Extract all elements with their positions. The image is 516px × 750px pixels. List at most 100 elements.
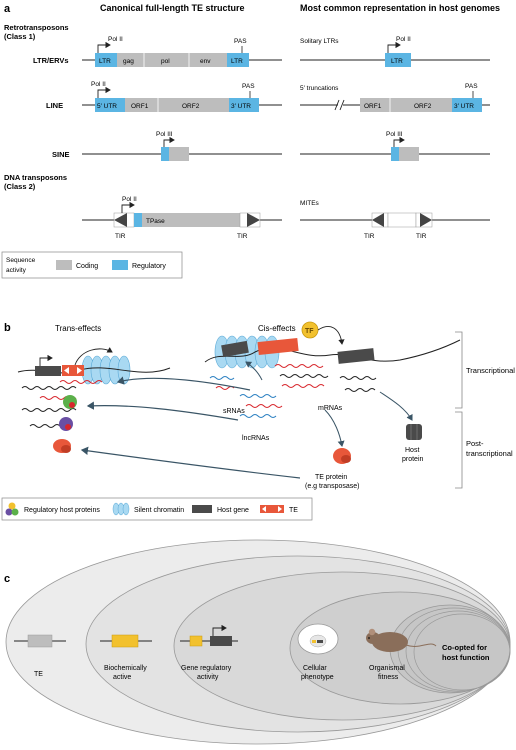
line-seg3-label: ORF2	[182, 103, 200, 110]
solitary-tss-arrow-icon	[387, 41, 401, 53]
cis-rna-3	[281, 384, 325, 388]
cis-host-gene-right	[337, 348, 375, 364]
cis-rna-4	[339, 376, 377, 380]
break-mark-icon	[334, 99, 340, 111]
transcriptional-label: Transcriptional	[466, 366, 515, 375]
level-organismal-mouse-icon	[366, 628, 437, 652]
dna-tir-right-icon	[247, 213, 260, 227]
level-generegulatory-te-icon	[189, 635, 203, 647]
ltr-5-segment	[95, 53, 117, 67]
post-transcriptional-label-2: transcriptional	[466, 449, 513, 458]
trans-rna-1	[59, 380, 103, 384]
trunc-seg1-label: ORF1	[364, 103, 382, 110]
coopted-label-1: Co-opted for	[442, 643, 487, 652]
sine-tss-arrow-icon	[163, 136, 175, 147]
line-row-label: LINE	[46, 101, 63, 110]
solitary-seg-label: LTR	[391, 58, 403, 65]
dna-tir-left-icon	[114, 213, 127, 227]
trans-tss-arrow-icon	[39, 354, 53, 366]
lncrna-3	[239, 414, 277, 418]
host-protein-arrow-icon	[379, 391, 413, 421]
ltr-seg4-label: env	[200, 58, 211, 65]
dna-tpase-segment	[142, 213, 240, 227]
legend-regulatory-swatch	[112, 260, 128, 270]
sine-pol-label: Pol III	[156, 131, 173, 138]
trans-rna-4	[21, 408, 77, 412]
lncrnas-label: lncRNAs	[242, 435, 270, 442]
srnas-label: sRNAs	[223, 408, 245, 415]
level-generegulatory-label-1: Gene regulatory	[181, 665, 232, 672]
mite-core-box	[387, 212, 417, 228]
trans-host-gene	[35, 366, 61, 376]
level-te-label: TE	[34, 671, 43, 678]
dna-pol-label: Pol II	[122, 196, 137, 203]
trunc-seg2-label: ORF2	[414, 103, 432, 110]
trunc-3utr-segment	[452, 98, 482, 112]
solitary-pol-label: Pol II	[396, 36, 411, 43]
sine-row-label: SINE	[52, 150, 70, 159]
dna-reg-segment	[134, 213, 142, 227]
mite-tir-left-label: TIR	[364, 233, 375, 240]
srna-cis-arrow-icon	[245, 361, 263, 381]
class2-subtitle: (Class 2)	[4, 182, 36, 191]
line-5utr-segment	[95, 98, 125, 112]
mite-tir-right-icon	[420, 213, 432, 227]
line-orf-segment	[125, 98, 229, 112]
level-biochem-icon	[111, 634, 139, 648]
dna-tpase-label: TPase	[146, 218, 165, 225]
ltr-pas-label: PAS	[234, 38, 247, 45]
te-protein-trans-arrow-icon	[80, 446, 301, 479]
legend-te-label: TE	[289, 507, 298, 514]
host-protein-sublabel: protein	[402, 456, 424, 463]
level-generegulatory-gene-icon	[210, 636, 232, 646]
ltr-tss-arrow-icon	[97, 41, 111, 53]
legend-te-icon	[260, 505, 284, 513]
srna-trans-arrow-icon	[116, 376, 251, 391]
legend-reg-proteins-icon	[11, 508, 19, 516]
level-generegulatory-arrow-icon	[212, 624, 227, 636]
ltr-seg2-label: gag	[123, 58, 134, 65]
ltr-seg5-label: LTR	[231, 58, 243, 65]
te-protein-label: TE protein	[315, 474, 347, 481]
line-pas-label: PAS	[242, 83, 255, 90]
panel-a: a Canonical full-length TE structure Mos…	[1, 3, 500, 279]
sine-right-reg-segment	[391, 147, 399, 161]
trunc-label: 5′ truncations	[300, 85, 339, 92]
dna-tss-arrow-icon	[121, 201, 135, 213]
trunc-orf-segment	[360, 98, 452, 112]
panel-b-legend	[1, 497, 313, 521]
legend-reg-proteins-label: Regulatory host proteins	[24, 507, 100, 514]
mite-tir-right-label: TIR	[416, 233, 427, 240]
sine-right-tss-arrow-icon	[393, 136, 405, 147]
legend-activity-line2: activity	[6, 267, 27, 274]
legend-host-gene-label: Host gene	[217, 507, 249, 514]
level-te-icon	[27, 634, 53, 648]
legend-regulatory-label: Regulatory	[132, 263, 166, 270]
level-biochem-label-2: active	[113, 674, 131, 681]
host-protein-icon	[406, 424, 422, 440]
legend-chromatin-label: Silent chromatin	[134, 507, 184, 514]
legend-coding-label: Coding	[76, 263, 98, 270]
legend-coding-swatch	[56, 260, 72, 270]
cis-rna-5	[344, 388, 376, 392]
solitary-ltr-segment	[385, 53, 411, 67]
line-seg2-label: ORF1	[131, 103, 149, 110]
class2-title: DNA transposons	[4, 173, 67, 182]
mite-label: MITEs	[300, 200, 320, 207]
tf-label: TF	[305, 328, 314, 335]
line-seg4-label: 3′ UTR	[231, 103, 251, 110]
cis-rna-1	[274, 364, 324, 368]
cis-dna-line	[204, 339, 461, 363]
lncrna-2	[245, 404, 283, 408]
mite-tir-left-icon	[372, 213, 384, 227]
ltr-3-segment	[227, 53, 249, 67]
sine-right-pol-label: Pol III	[386, 131, 403, 138]
class1-subtitle: (Class 1)	[4, 32, 36, 41]
post-transcriptional-bracket	[455, 411, 463, 489]
line-pol-label: Pol II	[91, 81, 106, 88]
cis-rna-2	[279, 374, 329, 378]
cis-te-element	[257, 337, 299, 356]
level-generegulatory-label-2: activity	[197, 674, 219, 681]
level-cellular-label-1: Cellular	[303, 665, 327, 672]
sine-right-coding-segment	[399, 147, 419, 161]
